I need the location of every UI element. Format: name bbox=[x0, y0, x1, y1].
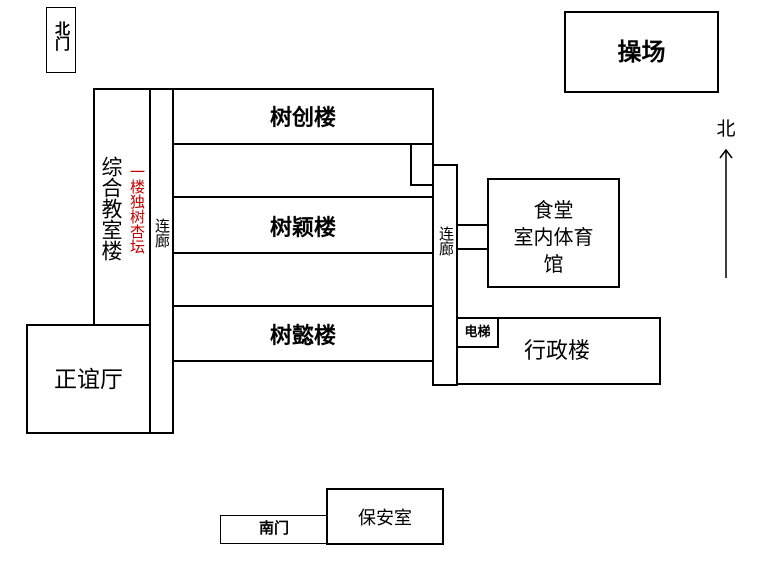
security-room-label: 保安室 bbox=[358, 508, 412, 529]
canteen-link-bottom bbox=[456, 248, 489, 250]
north-gate: 北门 bbox=[46, 7, 76, 73]
north-gate-label: 北门 bbox=[53, 21, 71, 51]
elevator-label: 电梯 bbox=[464, 325, 491, 340]
security-room: 保安室 bbox=[326, 488, 444, 545]
elevator: 电梯 bbox=[456, 317, 499, 348]
shuyi-building-label: 树懿楼 bbox=[269, 324, 336, 349]
corridor-right-label: 连廊 bbox=[437, 226, 455, 256]
canteen-label-3: 馆 bbox=[543, 252, 564, 276]
shuying-building-label: 树颖楼 bbox=[269, 216, 336, 241]
comprehensive-building-label: 综合教室楼 bbox=[99, 156, 123, 261]
zhengyi-hall-label: 正谊厅 bbox=[54, 367, 123, 393]
south-gate-label: 南门 bbox=[258, 519, 289, 537]
shuyi-building: 树懿楼 bbox=[172, 305, 434, 362]
playground: 操场 bbox=[564, 11, 719, 93]
canteen-label-2: 室内体育 bbox=[513, 225, 594, 249]
compass: 北 bbox=[708, 118, 744, 282]
shuchuang-building-label: 树创楼 bbox=[269, 106, 336, 131]
corridor-left-label: 连廊 bbox=[153, 218, 171, 248]
north-arrow-icon bbox=[719, 148, 733, 284]
canteen-link-top bbox=[456, 224, 489, 226]
canteen-label-1: 食堂 bbox=[533, 198, 574, 222]
shuying-building: 树颖楼 bbox=[172, 196, 434, 254]
connector-block bbox=[410, 143, 434, 186]
zhengyi-hall: 正谊厅 bbox=[26, 324, 151, 434]
south-gate: 南门 bbox=[220, 515, 328, 544]
forum-note: 一楼独树杏坛 bbox=[128, 164, 146, 254]
playground-label: 操场 bbox=[617, 38, 666, 66]
corridor-right: 连廊 bbox=[432, 164, 458, 386]
admin-building-label: 行政楼 bbox=[524, 339, 591, 364]
shuchuang-building: 树创楼 bbox=[172, 88, 434, 145]
compass-north-label: 北 bbox=[716, 118, 736, 140]
corridor-left: 连廊 bbox=[149, 88, 174, 434]
canteen-gym: 食堂 室内体育 馆 bbox=[487, 178, 620, 288]
comprehensive-building: 综合教室楼 一楼独树杏坛 bbox=[93, 88, 151, 328]
